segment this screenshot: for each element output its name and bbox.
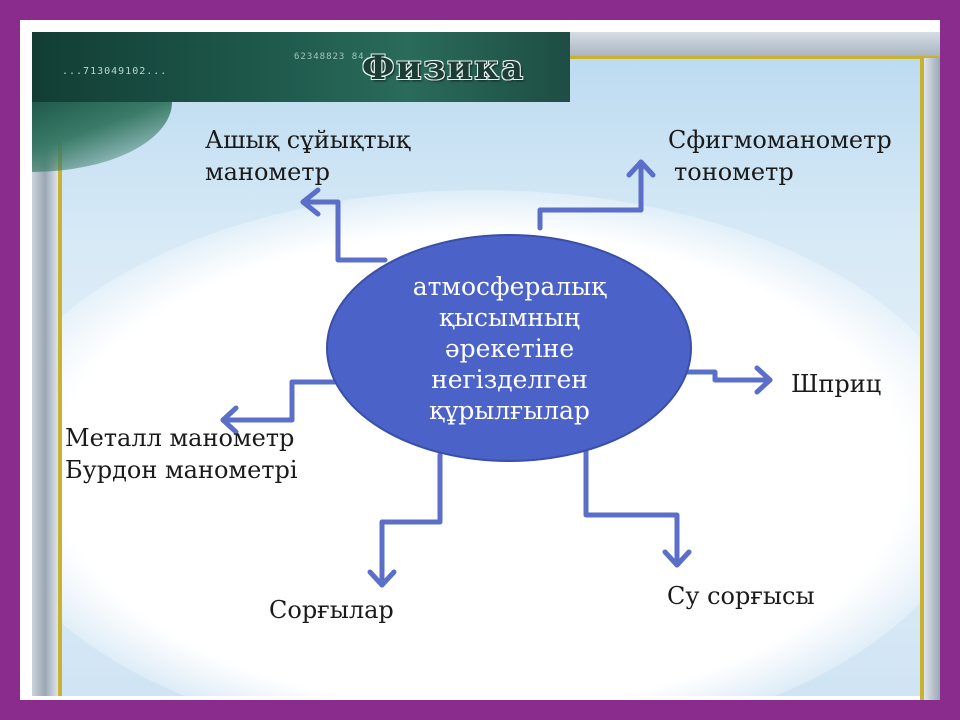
arrowhead-right	[754, 365, 773, 395]
central-ellipse	[326, 234, 692, 462]
diagram	[220, 159, 773, 588]
banner-digits-right: 62348823 84...	[294, 52, 384, 62]
arrowhead-top-right	[626, 159, 656, 178]
label-top-left-line-1: Ашық сұйықтық	[205, 126, 411, 154]
connector-left	[220, 379, 358, 423]
label-top-right-line-1: Сфигмоманометр	[668, 126, 892, 154]
center-line-3: әрекетіне	[444, 333, 575, 363]
connector-top-left	[300, 199, 388, 263]
center-line-5: құрылғылар	[429, 395, 590, 425]
label-left-line-2: Бурдон манометрі	[65, 456, 298, 484]
label-top-right-line-2: тонометр	[674, 158, 794, 186]
label-left: Металл манометр Бурдон манометрі	[65, 422, 298, 486]
label-top-right: Сфигмоманометр тонометр	[668, 124, 892, 188]
label-top-left: Ашық сұйықтық манометр	[205, 124, 410, 188]
label-top-left-line-2: манометр	[205, 158, 330, 186]
connector-right	[667, 369, 773, 383]
label-right: Шприц	[791, 370, 882, 398]
center-line-2: қысымның	[439, 302, 580, 332]
arrowhead-top-left	[300, 187, 321, 217]
label-left-line-1: Металл манометр	[65, 424, 295, 452]
connector-bottom-right	[583, 442, 680, 568]
label-bottom-right: Су сорғысы	[667, 582, 815, 610]
top-frame-bar	[570, 32, 940, 59]
arrowhead-left	[220, 405, 239, 435]
arrowhead-bottom-left	[367, 569, 397, 588]
label-bottom-left: Сорғылар	[269, 596, 394, 624]
center-line-1: атмосфералық	[412, 271, 607, 301]
central-concept: атмосфералық қысымның әрекетіне негіздел…	[337, 256, 682, 440]
connector-bottom-left	[379, 452, 443, 588]
center-line-4: негізделген	[431, 364, 588, 394]
slide: 62348823 84... ...713049102... Физика	[20, 20, 940, 700]
page-title: Физика	[362, 48, 525, 88]
connector-top-right	[537, 159, 644, 231]
right-frame-bar	[924, 58, 940, 700]
left-frame-accent	[58, 32, 62, 696]
header-banner: 62348823 84... ...713049102... Физика	[32, 32, 570, 102]
arrowhead-bottom-right	[662, 549, 692, 568]
banner-digits-left: ...713049102...	[62, 66, 168, 77]
right-frame-accent	[920, 58, 924, 700]
